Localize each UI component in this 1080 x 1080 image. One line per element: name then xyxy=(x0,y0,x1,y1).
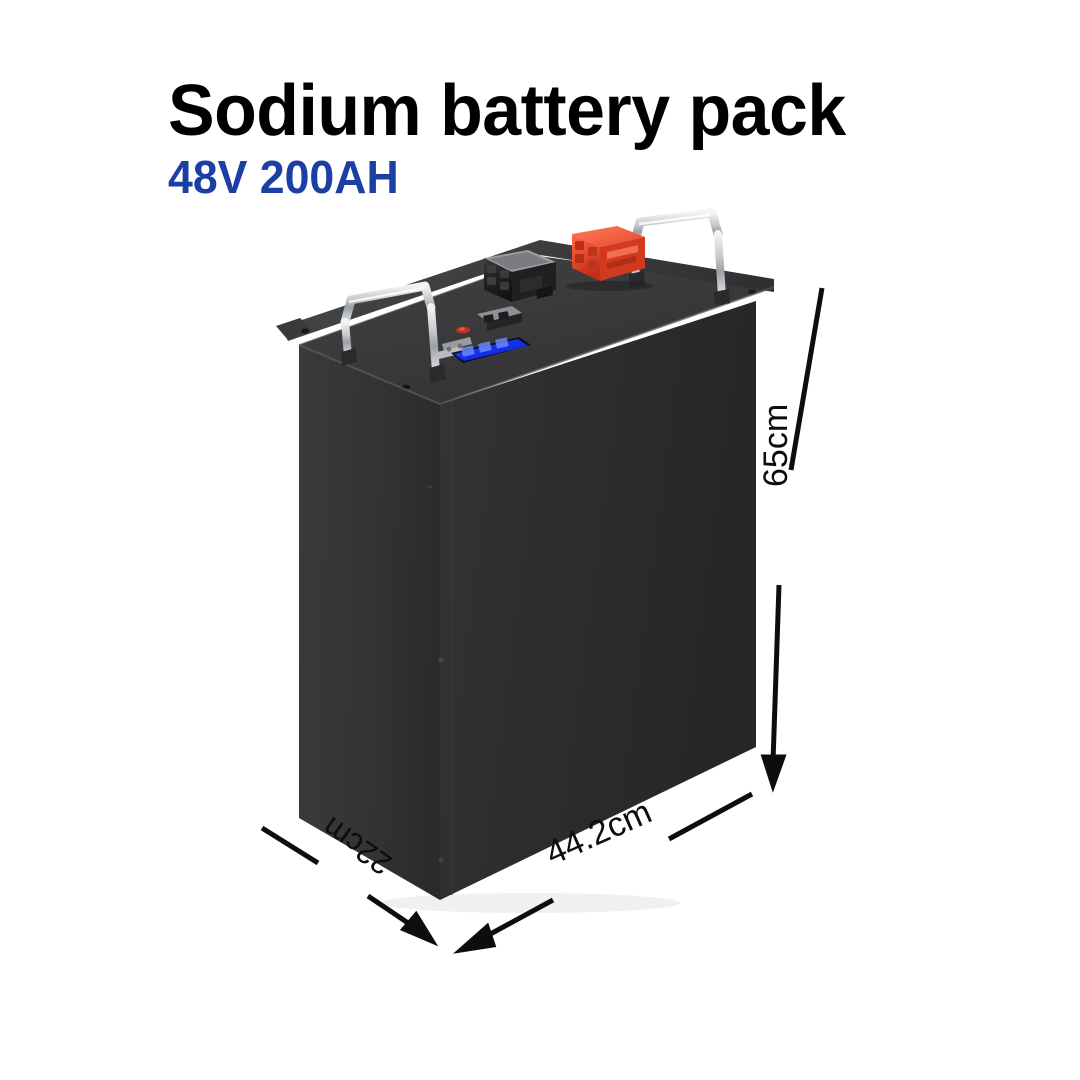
dimension-width-arrowhead xyxy=(452,922,497,954)
battery-front-face xyxy=(440,301,756,900)
battery-side-face xyxy=(299,345,440,900)
dimension-depth-label: 22cm xyxy=(315,809,399,882)
product-spec-subtitle: 48V 200AH xyxy=(168,151,399,204)
dimension-height-line-lower xyxy=(770,584,782,763)
terminal-strip xyxy=(442,337,472,351)
terminal-strip xyxy=(437,346,464,359)
dimension-width-label: 44.2cm xyxy=(540,792,658,873)
control-panel xyxy=(437,306,531,363)
flange-screw-hole xyxy=(402,384,410,390)
dimension-width-line-right xyxy=(667,791,754,842)
lid-flange xyxy=(281,240,774,341)
handle-bracket xyxy=(714,289,730,306)
page-title: Sodium battery pack xyxy=(168,71,846,151)
dimension-depth-arrowhead xyxy=(399,910,439,947)
dimension-height-arrowhead xyxy=(760,754,787,793)
ground-shadow xyxy=(380,893,680,913)
handle-bracket xyxy=(429,364,446,383)
screw-dot xyxy=(427,484,433,490)
screw-dot xyxy=(438,657,444,663)
flange-screw-hole xyxy=(301,328,309,334)
breaker-switch xyxy=(477,306,522,331)
dimension-height-label: 65cm xyxy=(757,403,795,487)
anderson-connector-black xyxy=(484,250,556,302)
dimension-depth-line-right xyxy=(366,893,413,928)
lid-flange-tab-left xyxy=(276,318,312,340)
handle-bracket xyxy=(629,271,645,288)
lid-edge-highlight xyxy=(298,285,775,406)
carry-handle-left xyxy=(340,281,446,383)
battery-top-panel xyxy=(299,257,774,404)
flange-screw-hole xyxy=(748,289,756,295)
carry-handle-right xyxy=(629,208,730,306)
dimension-width-line-left xyxy=(481,897,555,941)
lid-edge-highlight-back xyxy=(298,256,546,346)
led-indicator xyxy=(456,326,470,334)
lcd-display xyxy=(451,337,531,363)
dimension-depth-line-left xyxy=(260,825,320,866)
screw-dot xyxy=(438,857,444,863)
anderson-connector-red xyxy=(566,226,654,291)
heading-block: Sodium battery pack 48V 200AH xyxy=(168,71,988,204)
led-indicator-highlight xyxy=(459,327,465,331)
handle-bracket xyxy=(341,348,357,366)
